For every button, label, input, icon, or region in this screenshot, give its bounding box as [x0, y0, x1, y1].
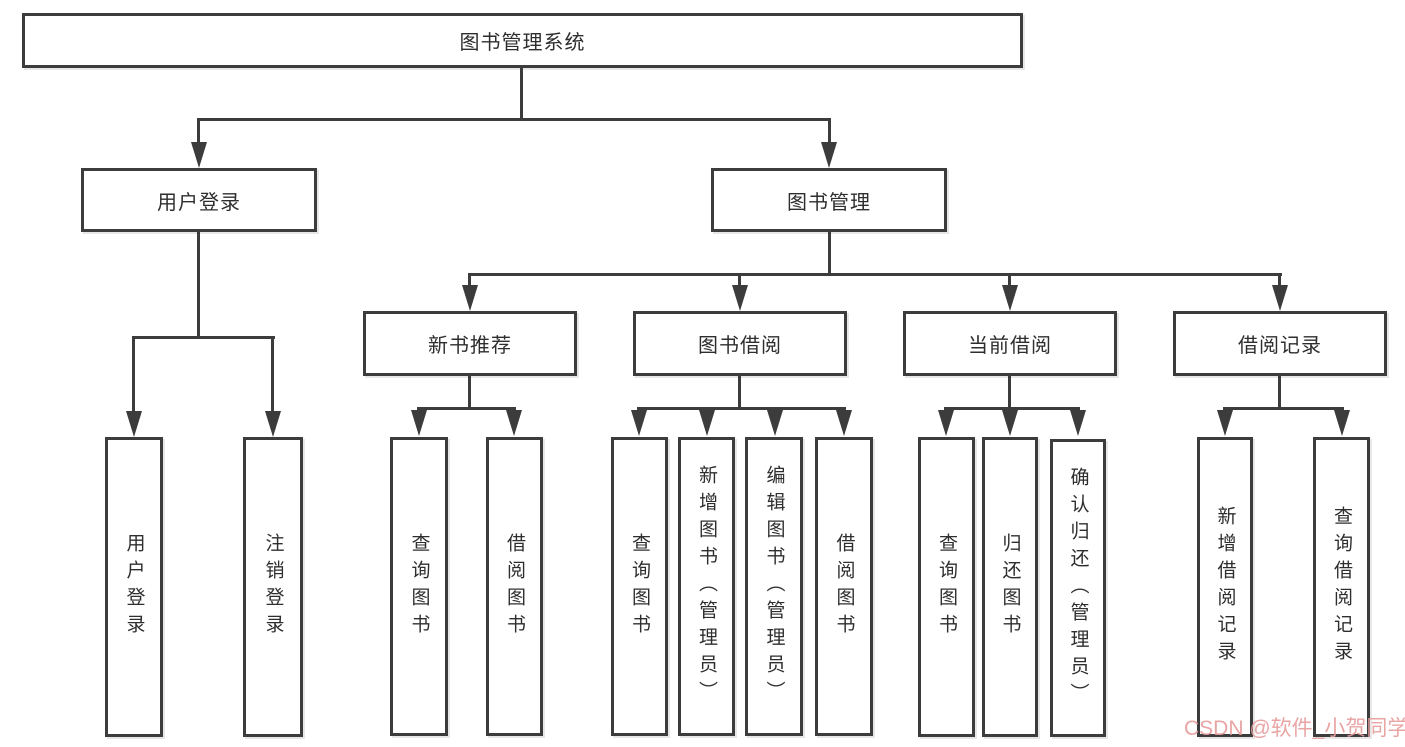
csdn-watermark: CSDN @软件_小贺同学: [1184, 717, 1405, 740]
connector-level3-rail: [469, 273, 1282, 276]
leaf-label: 编辑图书（管理员）: [763, 465, 785, 708]
leaf-label: 用户登录: [123, 533, 145, 641]
connector-arrowhead: [1070, 410, 1086, 436]
connector-arrowhead: [126, 411, 142, 437]
leaf-confirm-return-admin: 确认归还（管理员）: [1050, 439, 1106, 737]
connector-arrowhead: [767, 410, 783, 436]
node-label: 图书管理: [787, 191, 871, 214]
connector-borrowing-rail: [637, 407, 846, 410]
connector-level2-rail: [197, 118, 831, 121]
node-label: 借阅记录: [1238, 335, 1322, 357]
leaf-label: 查询图书: [408, 532, 430, 641]
node-label: 图书管理系统: [459, 32, 586, 54]
connector-arrowhead: [631, 410, 647, 436]
connector-drop: [468, 273, 471, 289]
connector-drop: [1008, 273, 1011, 289]
leaf-label: 归还图书: [999, 533, 1021, 641]
connector-arrowhead: [462, 285, 478, 311]
leaf-return-book: 归还图书: [982, 437, 1038, 737]
connector-arrowhead: [821, 142, 837, 168]
connector-records-stub: [1278, 376, 1281, 410]
node-new-book-recommend: 新书推荐: [363, 311, 577, 376]
leaf-query-books-3: 查询图书: [918, 437, 975, 737]
leaf-borrow-books-2: 借阅图书: [815, 437, 873, 736]
connector-arrowhead: [1217, 410, 1233, 436]
connector-arrowhead: [1002, 410, 1018, 436]
node-label: 用户登录: [157, 191, 241, 214]
connector-current-rail: [944, 407, 1080, 410]
connector-drop: [132, 336, 135, 414]
node-label: 新书推荐: [428, 335, 512, 357]
connector-user-login-rail: [132, 336, 275, 339]
leaf-user-login: 用户登录: [105, 437, 163, 737]
node-label: 当前借阅: [968, 335, 1052, 357]
connector-user-login-stub: [197, 232, 200, 339]
leaf-label: 查询图书: [936, 533, 957, 641]
connector-new-book-stub: [468, 376, 471, 410]
connector-drop-user-login: [197, 118, 200, 146]
leaf-borrow-books-1: 借阅图书: [486, 437, 543, 736]
connector-borrowing-stub: [738, 376, 741, 410]
connector-drop: [738, 273, 741, 289]
leaf-label: 新增图书（管理员）: [696, 465, 717, 708]
connector-arrowhead: [938, 410, 954, 436]
leaf-logout: 注销登录: [243, 437, 303, 737]
connector-arrowhead: [1002, 285, 1018, 311]
node-current-borrowing: 当前借阅: [903, 311, 1117, 376]
connector-arrowhead: [1334, 410, 1350, 436]
leaf-query-books-2: 查询图书: [611, 437, 668, 736]
connector-root-stub: [520, 68, 523, 120]
connector-arrowhead: [836, 410, 852, 436]
leaf-label: 借阅图书: [504, 532, 525, 641]
node-book-management-branch: 图书管理: [711, 168, 947, 232]
connector-drop: [271, 336, 274, 414]
leaf-label: 确认归还（管理员）: [1067, 466, 1089, 710]
leaf-label: 借阅图书: [833, 532, 855, 641]
connector-arrowhead: [191, 142, 207, 168]
leaf-label: 查询图书: [629, 532, 650, 641]
connector-arrowhead: [732, 285, 748, 311]
leaf-add-book-admin: 新增图书（管理员）: [678, 437, 735, 736]
connector-drop-book-mgmt: [828, 118, 831, 146]
connector-arrowhead: [699, 410, 715, 436]
leaf-label: 新增借阅记录: [1214, 506, 1236, 668]
connector-current-stub: [1008, 376, 1011, 410]
leaf-label: 查询借阅记录: [1331, 506, 1352, 668]
connector-book-mgmt-stub: [828, 232, 831, 276]
connector-records-rail: [1223, 407, 1344, 410]
leaf-add-borrow-record: 新增借阅记录: [1197, 437, 1253, 737]
leaf-edit-book-admin: 编辑图书（管理员）: [745, 437, 803, 736]
connector-arrowhead: [1272, 285, 1288, 311]
connector-drop: [1278, 273, 1281, 289]
connector-arrowhead: [506, 410, 522, 436]
node-label: 图书借阅: [698, 335, 782, 357]
node-borrow-records: 借阅记录: [1173, 311, 1387, 376]
node-book-borrowing: 图书借阅: [633, 311, 847, 376]
node-user-login-branch: 用户登录: [81, 168, 317, 232]
leaf-query-borrow-record: 查询借阅记录: [1313, 437, 1370, 737]
leaf-label: 注销登录: [262, 533, 284, 641]
node-library-management-system: 图书管理系统: [22, 13, 1023, 68]
connector-new-book-rail: [417, 407, 516, 410]
connector-arrowhead: [265, 411, 281, 437]
leaf-query-books-1: 查询图书: [390, 437, 448, 736]
connector-arrowhead: [411, 410, 427, 436]
